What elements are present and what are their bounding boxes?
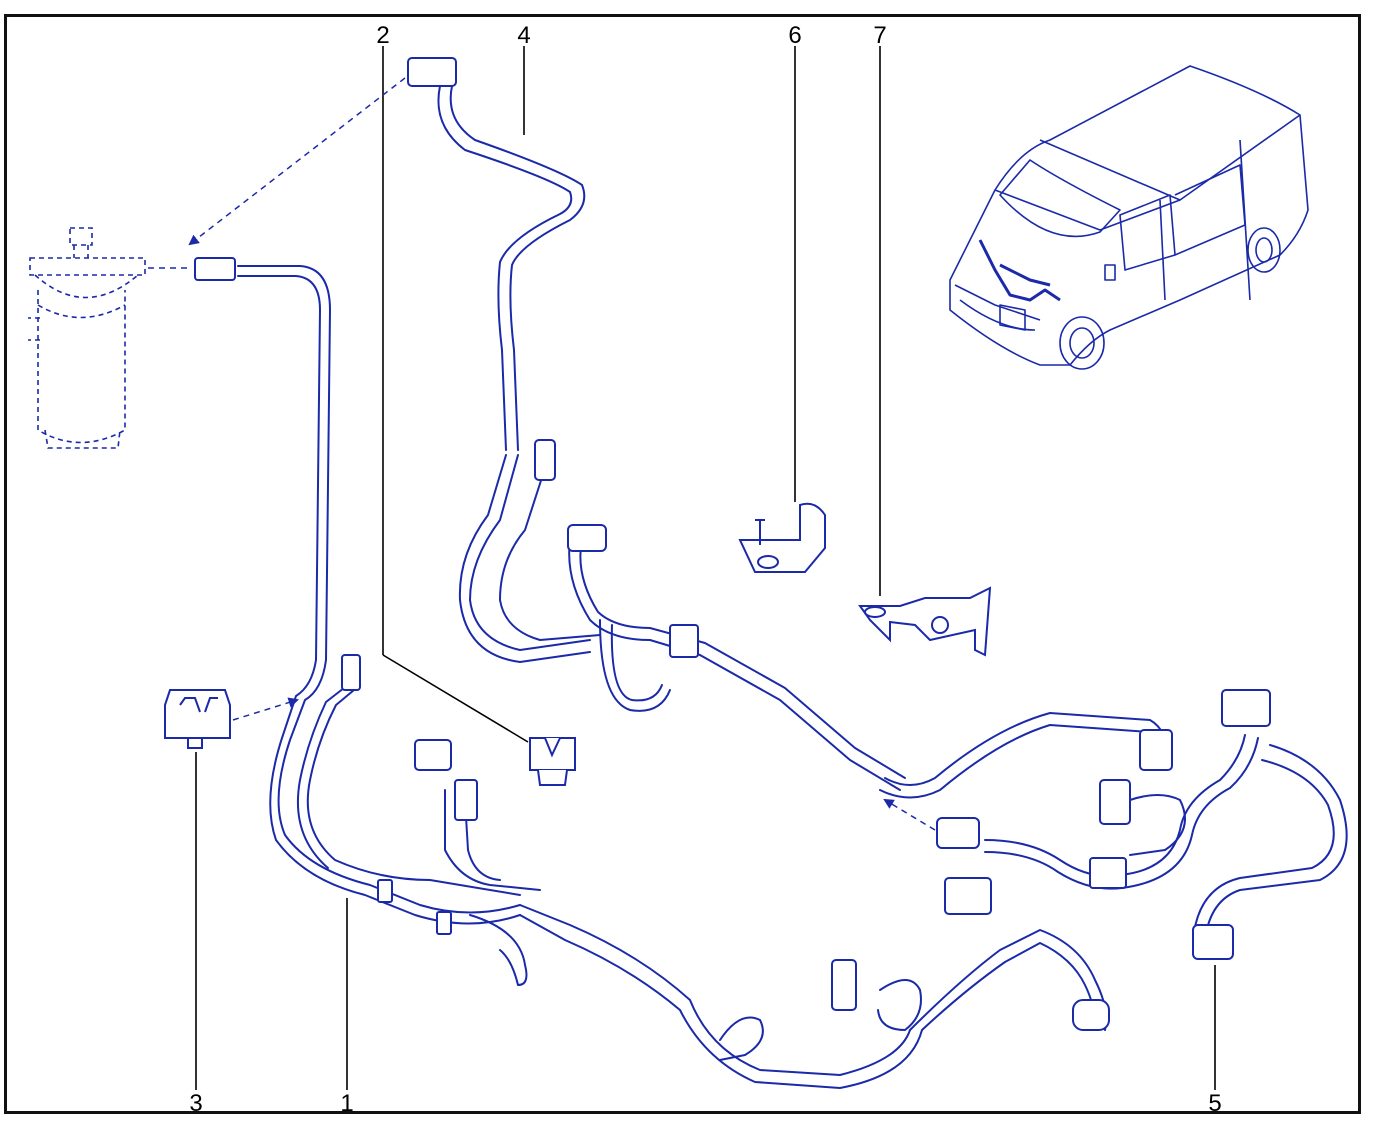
- connector-lower-2: [454, 779, 478, 821]
- leader-line-2b: [382, 654, 529, 743]
- connector-lower-1: [414, 739, 452, 771]
- hose-return-inner: [296, 687, 345, 869]
- clip-feed-2: [436, 911, 452, 935]
- clip-rail-2: [1089, 857, 1127, 889]
- leader-lines: [195, 46, 1216, 1090]
- connector-hose-5-end: [1192, 924, 1234, 960]
- hose-5-loop: [1129, 794, 1186, 856]
- callout-3: 3: [189, 1090, 203, 1117]
- hose-4-outer: [449, 85, 586, 451]
- part-6-bracket: [738, 502, 826, 573]
- clip-rail-1: [669, 624, 699, 658]
- arrow-connector: [883, 798, 936, 831]
- connector-return-top: [341, 654, 361, 691]
- hose-4-second: [499, 464, 601, 641]
- connector-hose-4-top: [407, 57, 457, 87]
- fuel-filter-phantom: [28, 227, 146, 449]
- arrow-clip-3: [232, 697, 300, 721]
- rail-upper-loop-inner: [610, 624, 663, 702]
- hose-return-outer: [306, 689, 521, 896]
- rail-upper-outer: [568, 539, 901, 791]
- diagram-frame: [4, 14, 1361, 1114]
- callout-4: 4: [517, 22, 531, 49]
- hose-5-drop: [1204, 744, 1348, 941]
- hose-5-drop-inner: [1192, 759, 1335, 941]
- hose-5-outer: [984, 734, 1246, 877]
- connector-right-lower: [1072, 999, 1110, 1031]
- connector-right-loop: [1099, 779, 1131, 825]
- clip-feed-1: [377, 879, 393, 903]
- hose-4-inner: [437, 85, 573, 451]
- hose-feed-inner: [237, 275, 521, 925]
- callout-2: 2: [376, 22, 390, 49]
- hose-4-lower-outer: [469, 454, 591, 651]
- rail-right-loop: [877, 979, 922, 1031]
- hose-assembly: [237, 85, 1348, 1089]
- connector-lower-vertical: [831, 959, 857, 1011]
- connector-hose-5-top: [1221, 689, 1271, 727]
- connector-lower-top: [944, 877, 992, 915]
- connector-hose-4-end: [534, 439, 556, 481]
- part-3-clip: [164, 689, 231, 749]
- callout-1: 1: [340, 1090, 354, 1117]
- van-illustration: [949, 65, 1309, 370]
- rail-lower-loop: [719, 1016, 764, 1061]
- rail-lower-branch: [469, 914, 528, 986]
- rail-upper-inner: [579, 539, 906, 779]
- connectors: [194, 57, 1271, 1031]
- rail-upper-loop: [599, 619, 671, 712]
- callout-6: 6: [788, 22, 802, 49]
- rail-lower-outer: [519, 904, 911, 1076]
- part-2-clip: [529, 737, 576, 786]
- hose-5-inner: [984, 737, 1259, 890]
- connector-upper-elbow: [567, 524, 607, 552]
- callout-7: 7: [873, 22, 887, 49]
- rail-lower-branch-2: [444, 789, 541, 891]
- connector-mid: [936, 817, 980, 849]
- hose-4-lower-inner: [458, 454, 591, 663]
- hose-feed-outer: [237, 265, 521, 914]
- dashed-arrows: [148, 77, 936, 831]
- rail-lower-branch-3: [464, 799, 501, 881]
- rail-lower-inner: [519, 914, 923, 1089]
- connector-filter-outlet: [194, 257, 236, 281]
- rail-upper-right-inner: [884, 712, 1169, 786]
- arrow-filter-connection: [188, 77, 406, 246]
- connector-right-upper: [1139, 729, 1173, 771]
- callout-5: 5: [1208, 1090, 1222, 1117]
- part-7-bracket: [858, 586, 992, 657]
- rail-right-inner: [921, 942, 1096, 1031]
